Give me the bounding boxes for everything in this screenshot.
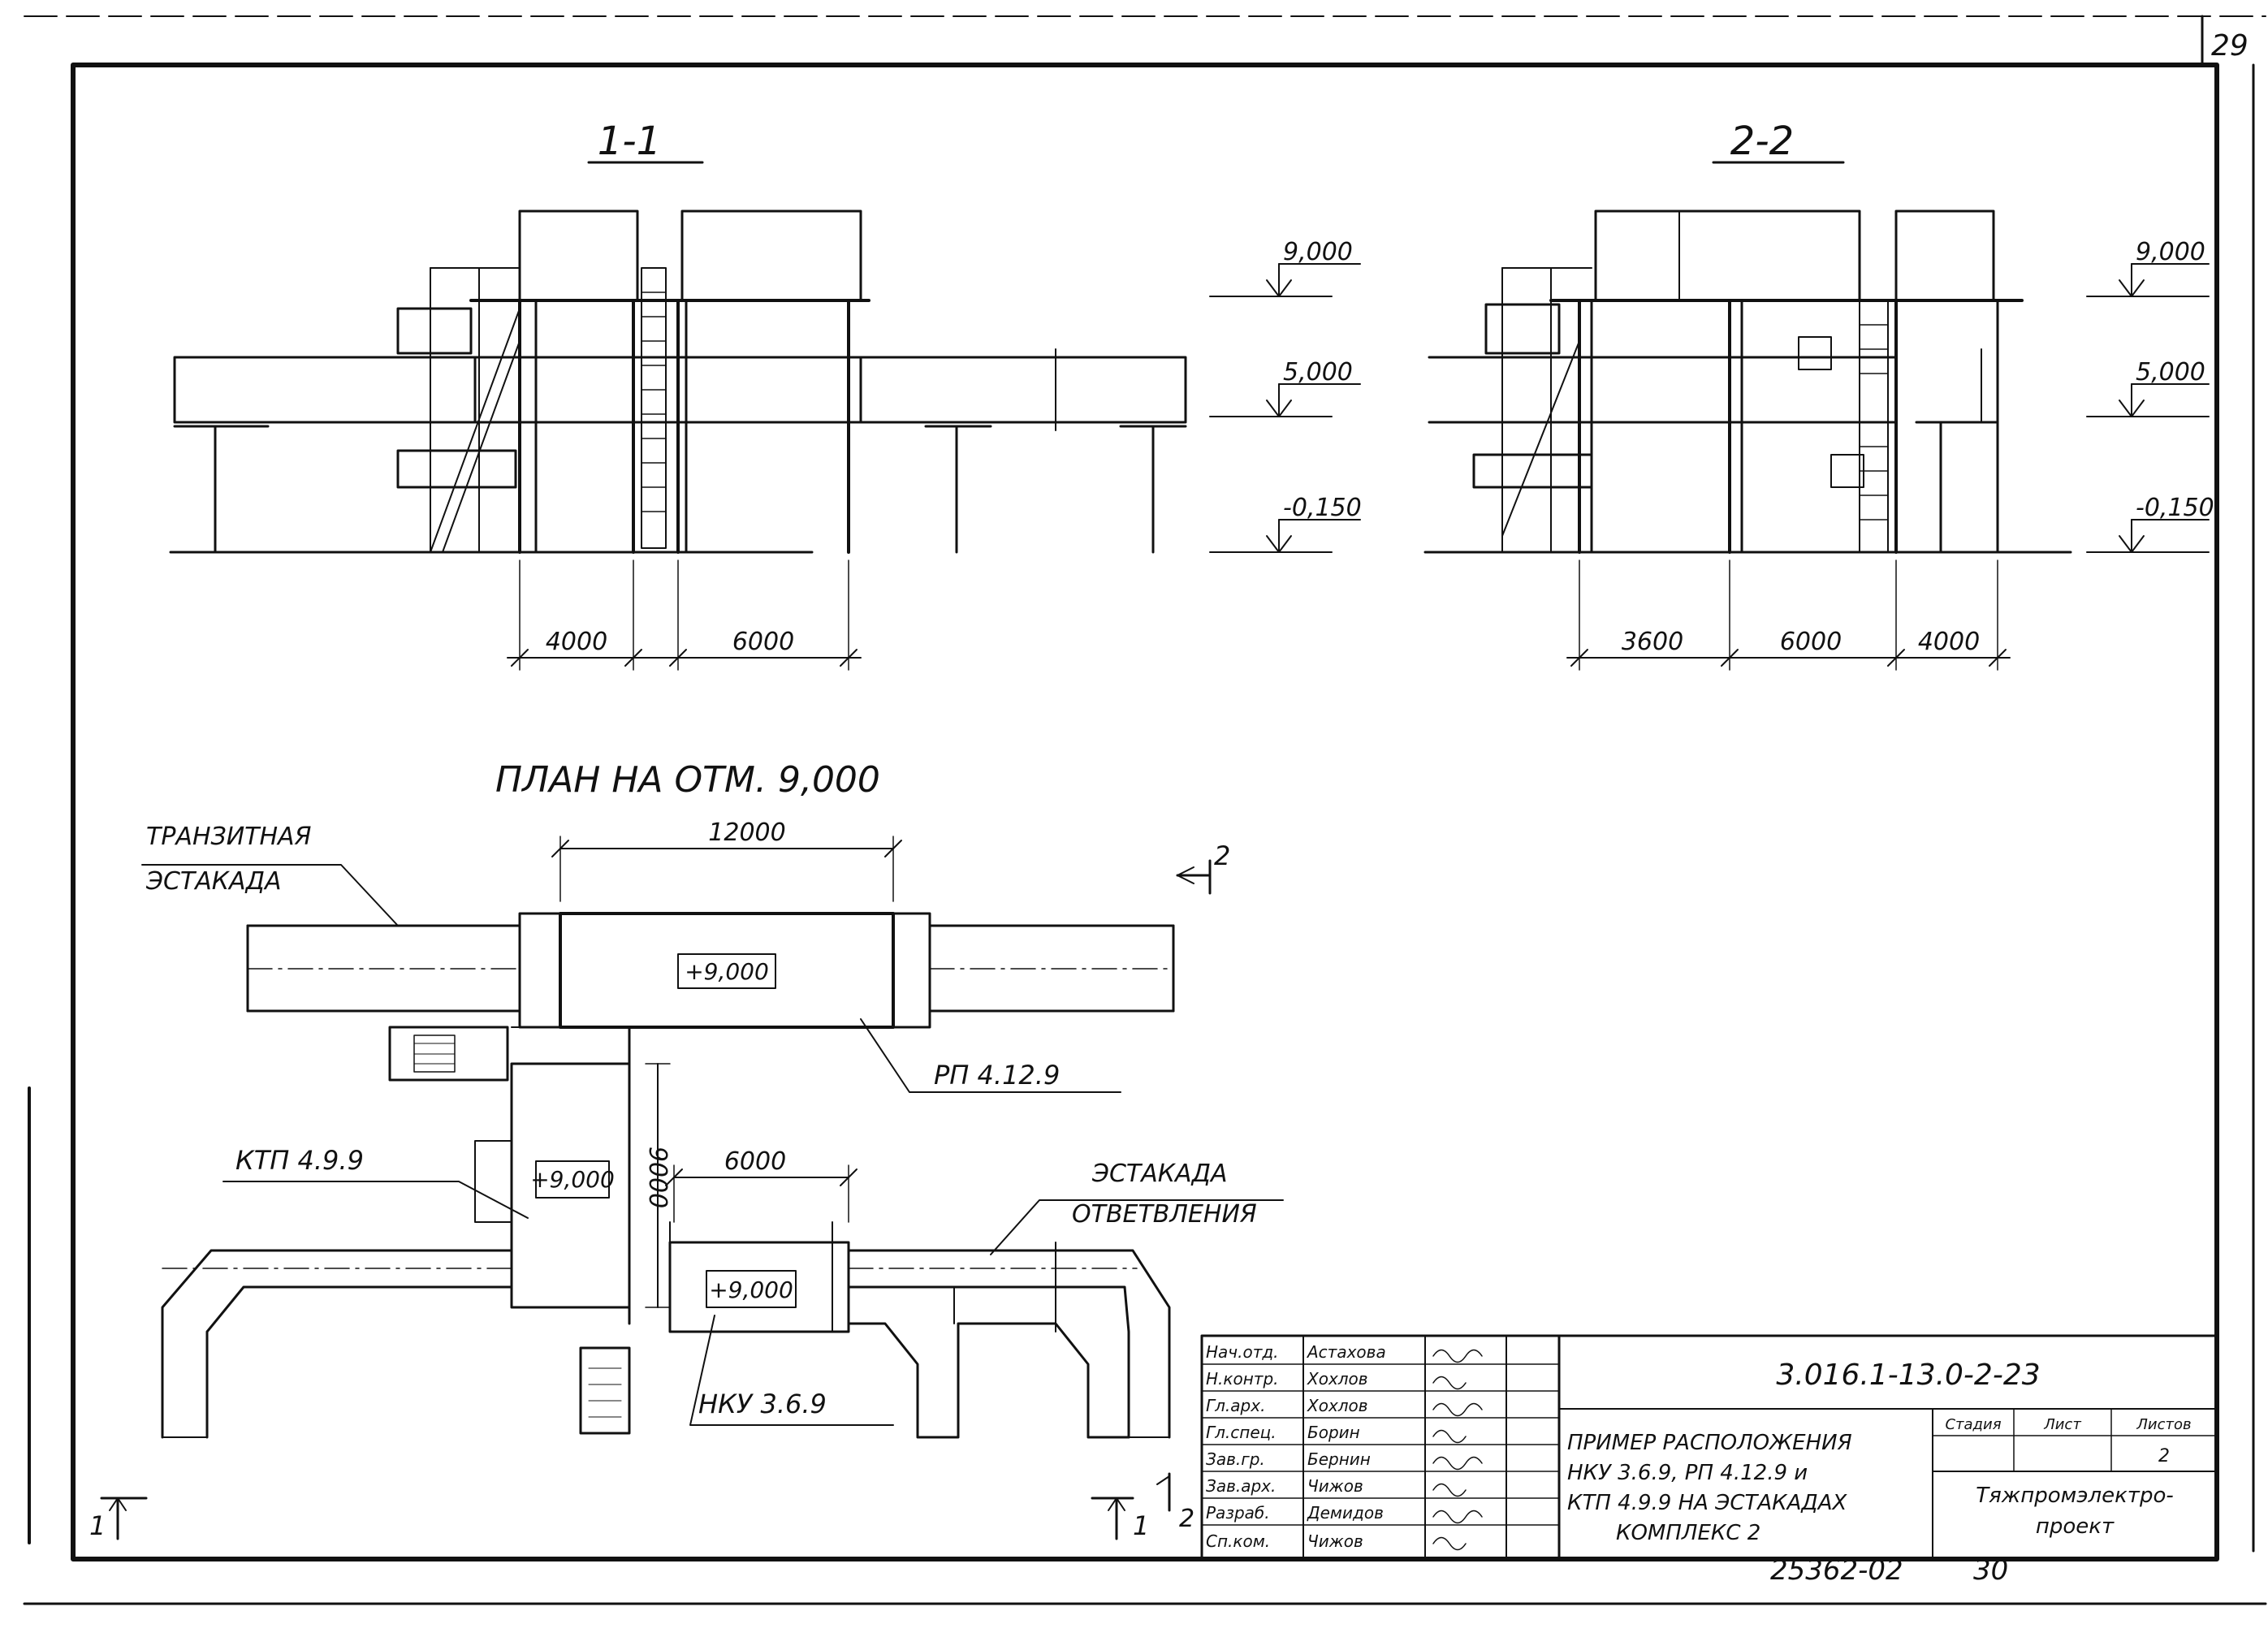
plan-dim-top: 12000	[551, 819, 902, 902]
plan-dim-6000: 6000	[724, 1147, 786, 1176]
plan-stair-top	[388, 1026, 509, 1082]
cut-markers: 2 1 1 2	[89, 840, 1230, 1541]
section-2-title: 2-2	[1730, 119, 1794, 164]
ktp-elevation-mark: +9,000	[530, 1166, 615, 1193]
sheet-header: Лист	[2043, 1416, 2081, 1433]
plan-dim-9000: 9000	[643, 1147, 672, 1208]
stair-hatch	[641, 292, 667, 512]
cut-2-top: 2	[1214, 840, 1230, 871]
cut-1-left: 1	[89, 1510, 106, 1541]
sheet-frame: 29	[23, 15, 2267, 1605]
rp-elevation-mark: +9,000	[685, 958, 769, 985]
role-5: Зав.арх.	[1206, 1476, 1276, 1496]
name-3: Борин	[1307, 1423, 1360, 1442]
name-7: Чижов	[1307, 1531, 1363, 1551]
plan-labels: ТРАНЗИТНАЯ ЭСТАКАДА РП 4.12.9 КТП 4.9.9 …	[141, 823, 1284, 1426]
archive-number: 25362-02	[1770, 1554, 1903, 1587]
role-rows: Нач.отд. Астахова Н.контр. Хохлов Гл.арх…	[1201, 1342, 1560, 1551]
doc-code: 3.016.1-13.0-2-23	[1776, 1358, 2040, 1392]
role-3: Гл.спец.	[1206, 1423, 1277, 1442]
name-5: Чижов	[1307, 1476, 1363, 1496]
elev-1-mid: 5,000	[1283, 358, 1353, 387]
stage-header: Стадия	[1945, 1416, 2001, 1433]
role-4: Зав.гр.	[1206, 1449, 1265, 1469]
elev-2-top: 9,000	[2136, 238, 2205, 266]
signature-marks	[1432, 1349, 1483, 1551]
section-1-title: 1-1	[598, 119, 661, 164]
org-line-1: Тяжпромэлектро-	[1976, 1484, 2174, 1508]
org-line-2: проект	[2036, 1514, 2115, 1539]
nku-elevation-mark: +9,000	[709, 1276, 793, 1303]
label-transit-2: ЭСТАКАДА	[145, 867, 282, 896]
role-7: Сп.ком.	[1206, 1531, 1270, 1551]
dimensions-2: 3600 6000 4000	[1566, 559, 2011, 671]
plan-dim-mid: 6000	[665, 1147, 858, 1223]
name-4: Бернин	[1307, 1449, 1371, 1469]
elev-2-bottom: -0,150	[2136, 494, 2214, 522]
elevation-marks-2: 9,000 5,000 -0,150	[2086, 238, 2214, 553]
name-2: Хохлов	[1307, 1396, 1368, 1415]
cut-2-bottom: 2	[1179, 1505, 1194, 1533]
section-1-1: 1-1	[169, 119, 1362, 671]
label-branch-1: ЭСТАКАДА	[1091, 1160, 1228, 1188]
elevation-marks-1: 9,000 5,000 -0,150	[1209, 238, 1362, 553]
name-6: Демидов	[1307, 1503, 1384, 1523]
plan-stair-bottom	[579, 1346, 631, 1435]
role-1: Н.контр.	[1206, 1369, 1279, 1389]
section-2-2: 2-2	[1423, 119, 2214, 671]
elev-1-bottom: -0,150	[1283, 494, 1362, 522]
ktp-substation: +9,000	[474, 1026, 631, 1325]
cut-1-right: 1	[1133, 1510, 1149, 1541]
label-branch-2: ОТВЕТВЛЕНИЯ	[1072, 1200, 1257, 1229]
dim-1-b: 6000	[732, 628, 794, 656]
dim-2-a: 3600	[1622, 628, 1683, 656]
title-line-3: КТП 4.9.9 НА ЭСТАКАДАХ	[1567, 1491, 1847, 1515]
nku-substation: +9,000	[668, 1221, 850, 1333]
page-number: 30	[1973, 1554, 2008, 1587]
plan-dim-vert: 9000	[643, 1063, 672, 1308]
label-nku: НКУ 3.6.9	[698, 1389, 827, 1419]
role-6: Разраб.	[1206, 1503, 1270, 1523]
role-0: Нач.отд.	[1206, 1342, 1279, 1362]
label-transit-1: ТРАНЗИТНАЯ	[146, 823, 312, 851]
title-line-2: НКУ 3.6.9, РП 4.12.9 и	[1567, 1461, 1808, 1485]
title-line-4: КОМПЛЕКС 2	[1616, 1521, 1760, 1545]
title-block: Нач.отд. Астахова Н.контр. Хохлов Гл.арх…	[1200, 1334, 2218, 1561]
sheet-number: 29	[2211, 29, 2249, 63]
plan-view: ПЛАН НА ОТМ. 9,000 +9,000 12000	[89, 759, 1284, 1541]
plan-title: ПЛАН НА ОТМ. 9,000	[495, 759, 880, 801]
elev-2-mid: 5,000	[2136, 358, 2205, 387]
role-2: Гл.арх.	[1206, 1396, 1265, 1415]
rp-substation: +9,000	[518, 912, 931, 1029]
dimensions-1: 4000 6000	[507, 559, 862, 671]
dim-2-c: 4000	[1918, 628, 1980, 656]
title-line-1: ПРИМЕР РАСПОЛОЖЕНИЯ	[1567, 1431, 1852, 1455]
dim-1-a: 4000	[546, 628, 607, 656]
label-ktp: КТП 4.9.9	[235, 1145, 364, 1176]
plan-dim-12000: 12000	[708, 819, 785, 847]
label-rp: РП 4.12.9	[934, 1060, 1060, 1091]
sheets-header: Листов	[2136, 1416, 2191, 1433]
name-1: Хохлов	[1307, 1369, 1368, 1389]
name-0: Астахова	[1306, 1342, 1386, 1362]
sheet-value: 2	[2158, 1446, 2170, 1466]
elev-1-top: 9,000	[1283, 238, 1353, 266]
dim-2-b: 6000	[1780, 628, 1842, 656]
branch-gallery	[161, 1242, 1171, 1439]
transit-gallery	[246, 924, 1175, 1013]
